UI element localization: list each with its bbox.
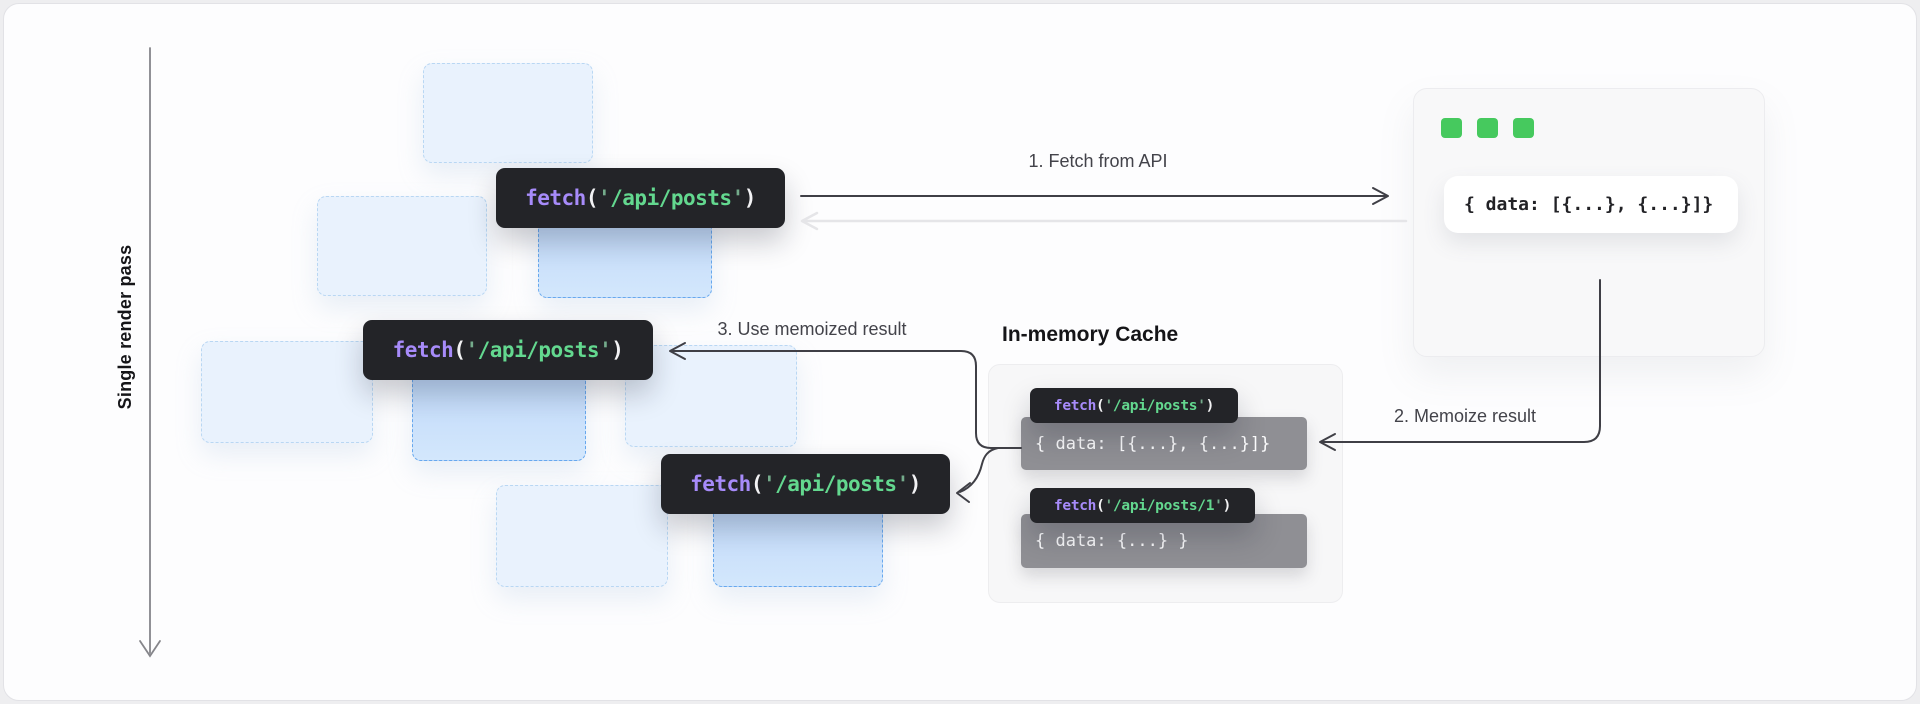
code-token-quote: ' <box>762 472 776 496</box>
code-token-quote: ' <box>1104 397 1113 414</box>
code-token-function: fetch <box>525 186 586 210</box>
cache-title: In-memory Cache <box>1002 323 1179 346</box>
code-token-url: /api/posts/1 <box>1112 497 1215 514</box>
server-indicator-square <box>1441 118 1462 138</box>
server-indicator-square <box>1477 118 1498 138</box>
code-token-paren: ) <box>1205 397 1215 414</box>
code-token-url: /api/posts <box>477 338 600 362</box>
cache-entry-key-1: fetch('/api/posts') <box>1030 388 1238 423</box>
code-token-quote: ' <box>896 472 910 496</box>
code-token-paren: ) <box>611 338 624 362</box>
code-token-quote: ' <box>1214 497 1223 514</box>
server-indicator-square <box>1513 118 1534 138</box>
code-token-paren: ( <box>1096 397 1105 414</box>
code-token-url: /api/posts <box>775 472 897 496</box>
api-response-payload: { data: [{...}, {...}]} <box>1444 176 1738 233</box>
code-token-quote: ' <box>599 338 612 362</box>
render-pass-axis-label: Single render pass <box>115 244 135 410</box>
component-box <box>317 196 487 296</box>
code-token-function: fetch <box>1053 497 1097 514</box>
cache-entry-value-1: { data: [{...}, {...}]} <box>1021 417 1307 470</box>
cache-entry-key-2: fetch('/api/posts/1') <box>1030 488 1255 523</box>
code-token-function: fetch <box>690 472 751 496</box>
fetch-call-chip-3: fetch('/api/posts') <box>661 454 950 514</box>
step1-label: 1. Fetch from API <box>1028 151 1168 171</box>
component-box <box>496 485 668 587</box>
code-token-paren: ( <box>585 186 599 210</box>
code-token-paren: ) <box>908 472 922 496</box>
code-token-paren: ( <box>750 472 764 496</box>
code-token-url: /api/posts <box>610 186 732 210</box>
code-token-quote: ' <box>465 338 478 362</box>
code-token-quote: ' <box>597 186 611 210</box>
fetch-call-chip-1: fetch('/api/posts') <box>496 168 785 228</box>
api-server-card: { data: [{...}, {...}]} <box>1413 88 1765 357</box>
fetch-call-chip-2: fetch('/api/posts') <box>363 320 653 380</box>
code-token-quote: ' <box>1104 497 1114 514</box>
code-token-paren: ) <box>1222 497 1232 514</box>
code-token-paren: ( <box>1096 497 1105 514</box>
code-token-url: /api/posts <box>1112 397 1198 414</box>
code-token-quote: ' <box>1197 397 1206 414</box>
component-box <box>201 341 373 443</box>
step3-label: 3. Use memoized result <box>717 319 907 339</box>
code-token-function: fetch <box>392 338 454 362</box>
cache-entry-value-2: { data: {...} } <box>1021 514 1307 568</box>
step2-label: 2. Memoize result <box>1393 406 1537 426</box>
code-token-quote: ' <box>731 186 745 210</box>
code-token-function: fetch <box>1053 397 1097 414</box>
component-box <box>423 63 593 163</box>
code-token-paren: ( <box>453 338 466 362</box>
code-token-paren: ) <box>743 186 757 210</box>
